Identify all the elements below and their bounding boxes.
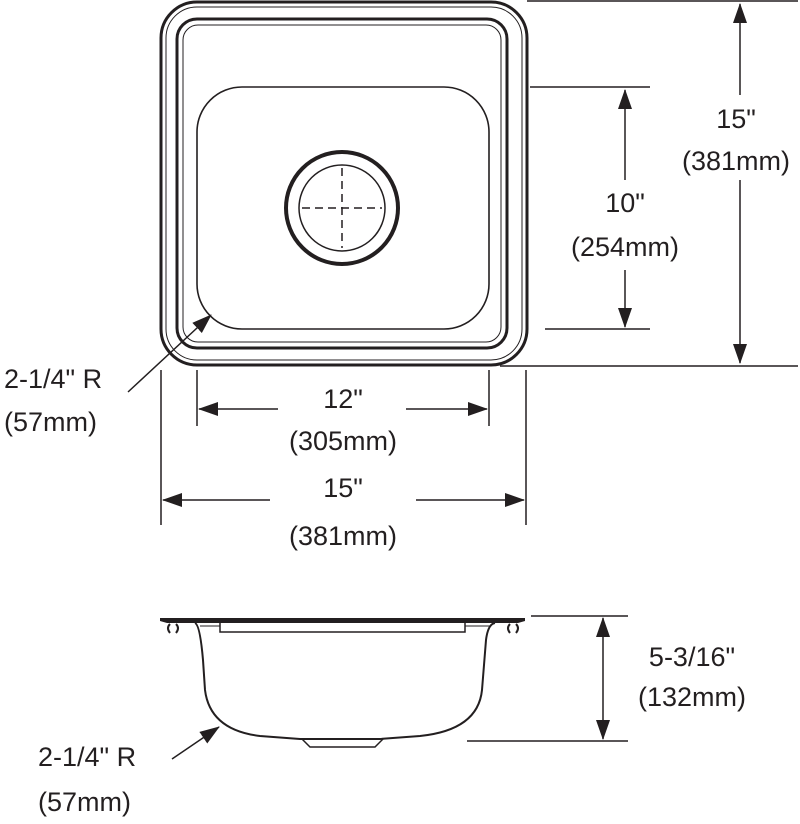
dimension-overall-height: 15" (381mm) [500, 0, 798, 367]
sink-inner-rim [175, 17, 509, 350]
overall-width-mm: (381mm) [289, 521, 397, 551]
dimension-bowl-width: 12" (305mm) [196, 370, 490, 456]
dimension-side-corner-radius: 2-1/4" R (57mm) [38, 726, 220, 817]
depth-inches: 5-3/16" [649, 642, 735, 672]
bowl-outline [196, 86, 490, 330]
drain-outer [284, 150, 400, 266]
drain-inner [298, 164, 386, 252]
bowl-height-mm: (254mm) [571, 232, 679, 262]
top-radius-mm: (57mm) [4, 407, 97, 437]
dimension-depth: 5-3/16" (132mm) [467, 615, 746, 742]
dimension-overall-width: 15" (381mm) [160, 370, 527, 551]
overall-height-inches: 15" [716, 104, 756, 134]
side-view [160, 618, 525, 748]
sink-outer-rim [159, 0, 529, 367]
overall-height-mm: (381mm) [682, 146, 790, 176]
depth-mm: (132mm) [638, 682, 746, 712]
dimension-bowl-height: 10" (254mm) [530, 86, 679, 330]
dimension-top-corner-radius: 2-1/4" R (57mm) [4, 314, 212, 437]
overall-width-inches: 15" [323, 473, 363, 503]
side-radius-inches: 2-1/4" R [38, 742, 136, 772]
bowl-height-inches: 10" [605, 188, 645, 218]
bowl-width-inches: 12" [323, 384, 363, 414]
top-radius-inches: 2-1/4" R [4, 364, 102, 394]
side-radius-mm: (57mm) [38, 787, 131, 817]
bowl-width-mm: (305mm) [289, 426, 397, 456]
side-bowl [194, 622, 496, 740]
top-view [159, 0, 529, 367]
